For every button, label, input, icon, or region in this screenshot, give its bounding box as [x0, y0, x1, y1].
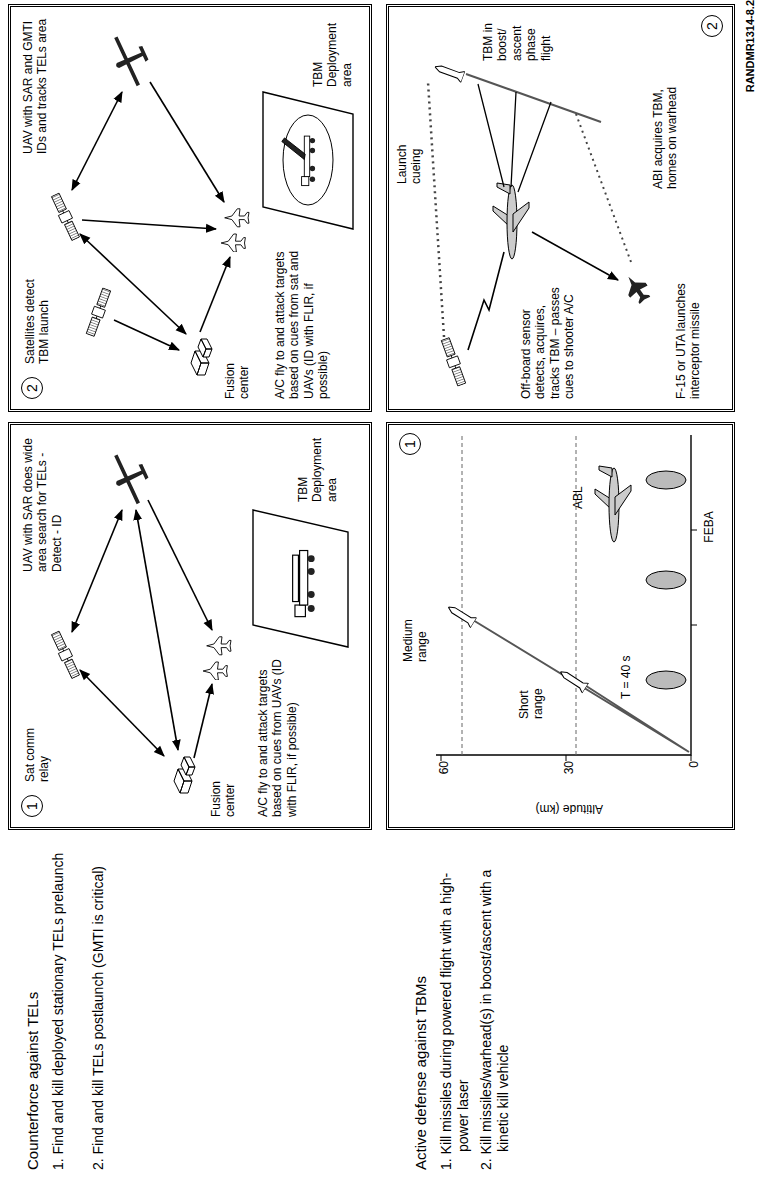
callout-number: 2 [21, 377, 43, 399]
axis-label: 0 [687, 761, 701, 791]
list-item: 2. Kill missiles/warhead(s) in boost/asc… [478, 850, 512, 1170]
caption-text: Short range [517, 667, 546, 719]
missile-icon [433, 61, 465, 83]
cue-arrow [148, 500, 212, 630]
track-lines [478, 84, 551, 192]
f15-icon [620, 271, 654, 307]
caption-text: Fusion center [223, 329, 252, 399]
altitude-dashes [462, 435, 576, 755]
caption-text: ABL [571, 469, 585, 509]
caption-text: UAV with SAR and GMTI IDs and tracks TEL… [21, 9, 50, 154]
altitude-plot-art [436, 435, 697, 761]
axis-label: 30 [562, 761, 576, 791]
link-arrow [80, 234, 186, 334]
cueing-dots [428, 82, 444, 337]
caption-text: Launch cueing [395, 122, 424, 184]
callout-number: 1 [399, 433, 421, 455]
tel-icon [293, 551, 315, 617]
fusion-center-icon [191, 339, 212, 375]
trajectory [468, 617, 689, 752]
cue-arrow [194, 684, 212, 758]
satellite-icon [85, 287, 112, 336]
list-item: 1. Kill missiles during powered flight w… [438, 850, 472, 1170]
caption-text: TBM Deployment area [311, 9, 354, 87]
caption-text: Satellites detect TBM launch [23, 264, 52, 364]
list-item: 1. Find and kill deployed stationary TEL… [50, 850, 67, 1170]
caption-text: FEBA [702, 507, 716, 547]
uav-icon [105, 29, 157, 91]
aircraft-icon [221, 209, 249, 252]
figure-id: RANDMR1314-8.2 [744, 0, 757, 95]
panel: 2 Satellites detect TBM launch UAV with SA… [8, 4, 372, 412]
abl-aircraft [595, 466, 631, 542]
cue-arrow [532, 232, 618, 280]
panel: 1 Sat comm relay UAV with SAR does wide ar… [8, 422, 372, 830]
list-item: 2. Find and kill TELs postlaunch (GMTI i… [90, 850, 107, 1170]
satellite-icon [50, 630, 81, 679]
orbit-oval [646, 471, 686, 489]
axis-label: Altitude (km) [519, 802, 619, 816]
cue-arrow [150, 82, 224, 202]
link-arrow [72, 510, 122, 632]
uav-icon [105, 447, 157, 509]
satellite-icon [50, 192, 81, 241]
datalink-bolt [468, 252, 504, 350]
caption-text: ABI acquires TBM, homes on warhead [651, 59, 680, 189]
caption-text: TBM Deployment area [296, 427, 339, 502]
link-arrow [80, 670, 164, 756]
caption-text: TBM in boost/ ascent phase flight [481, 11, 553, 61]
caption-text: T = 40 s [619, 629, 633, 699]
missile-icon [445, 602, 477, 628]
deployment-area [253, 510, 348, 647]
caption-text: Medium range [401, 587, 430, 662]
missile-icon [557, 667, 589, 693]
section-heading: Counterforce against TELs [24, 850, 43, 1170]
orbit-oval [646, 671, 686, 689]
axis-ticks [441, 530, 697, 761]
deployment-area [263, 92, 353, 229]
interceptor-path [576, 114, 631, 262]
axis-label: 60 [437, 761, 451, 791]
section-heading: Active defense against TBMs [412, 850, 431, 1170]
callout-number: 2 [701, 15, 723, 37]
callout-number: 1 [21, 795, 43, 817]
caption-text: UAV with SAR does wide area search for T… [21, 427, 64, 572]
cue-arrow [200, 257, 230, 332]
sensor-aircraft [493, 183, 529, 259]
tel-icon [282, 136, 315, 186]
panel: Medium range 1Short range T = 40 s 60 30 0Alt… [386, 422, 735, 830]
fusion-center-icon [174, 757, 195, 793]
orbit-oval [646, 571, 686, 589]
caption-text: Fusion center [209, 747, 238, 817]
link-arrow [72, 92, 122, 190]
caption-text: Sat comm relay [23, 710, 52, 782]
caption-text: Off-board sensor detects, acquires, trac… [519, 274, 577, 399]
link-arrow [136, 510, 178, 750]
cue-arrow [82, 220, 216, 229]
detect-arrow [114, 320, 179, 350]
aircraft-icon [203, 637, 231, 680]
caption-text: F-15 or UTA launches interceptor missile [674, 229, 703, 399]
axes [436, 435, 691, 755]
satellite-icon [440, 337, 467, 386]
caption-text: A/C fly to and attack targets based on c… [256, 647, 299, 817]
caption-text: A/C fly to and attack targets based on c… [273, 234, 331, 399]
panel: Launch cueing TBM in boost/ ascent phase … [386, 4, 735, 412]
